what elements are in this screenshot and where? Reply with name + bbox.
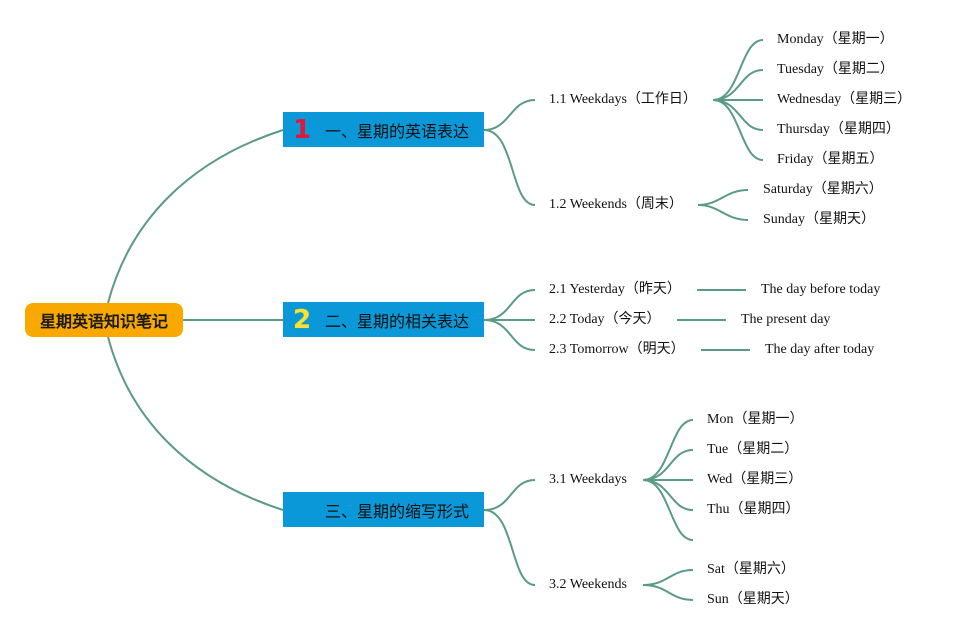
connector-sub32-leaf bbox=[642, 584, 694, 601]
connector-sub12-leaf bbox=[697, 189, 749, 206]
connector-sub31-leaf bbox=[642, 479, 694, 541]
leaf-topic[interactable]: The day before today bbox=[761, 282, 881, 297]
subtopic-2-1[interactable]: 2.1 Yesterday（昨天） bbox=[549, 282, 681, 297]
leaf-topic[interactable]: Thursday（星期四） bbox=[777, 122, 900, 137]
connector-b3-sub2 bbox=[483, 509, 536, 586]
branch-label: 二、星期的相关表达 bbox=[325, 311, 470, 331]
subtopic-2-3[interactable]: 2.3 Tomorrow（明天） bbox=[549, 342, 685, 357]
leaf-topic[interactable]: Sunday（星期天） bbox=[763, 212, 875, 227]
leaf-topic[interactable]: Wednesday（星期三） bbox=[777, 92, 912, 107]
number-3-icon: 3 bbox=[292, 494, 312, 525]
root-topic[interactable]: 星期英语知识笔记 bbox=[25, 303, 183, 337]
connector-sub11-leaf bbox=[712, 39, 764, 101]
connector-sub31-leaf bbox=[642, 419, 694, 481]
branch-topic-3[interactable]: 3 三、星期的缩写形式 bbox=[283, 492, 484, 527]
number-2-icon: 2 bbox=[292, 304, 312, 335]
leaf-topic[interactable]: Monday（星期一） bbox=[777, 32, 894, 47]
connector-b1-sub2 bbox=[483, 129, 536, 206]
connector-root-branch1 bbox=[107, 129, 284, 304]
connector-b2-sub1 bbox=[483, 289, 536, 321]
connector-b1-sub1 bbox=[483, 99, 536, 131]
connector-sub12-leaf bbox=[697, 204, 749, 221]
leaf-topic[interactable]: Saturday（星期六） bbox=[763, 182, 883, 197]
number-1-icon: 1 bbox=[292, 114, 312, 145]
leaf-topic[interactable]: Thu（星期四） bbox=[707, 502, 800, 517]
connector-sub11-leaf bbox=[712, 99, 764, 161]
leaf-topic[interactable]: Friday（星期五） bbox=[777, 152, 884, 167]
connector-root-branch3 bbox=[107, 336, 284, 511]
leaf-topic[interactable]: Tuesday（星期二） bbox=[777, 62, 894, 77]
leaf-topic[interactable]: Wed（星期三） bbox=[707, 472, 803, 487]
leaf-topic[interactable]: Sun（星期天） bbox=[707, 592, 799, 607]
subtopic-2-2[interactable]: 2.2 Today（今天） bbox=[549, 312, 661, 327]
connector-sub32-leaf bbox=[642, 569, 694, 586]
subtopic-3-1[interactable]: 3.1 Weekdays bbox=[549, 472, 627, 487]
branch-label: 三、星期的缩写形式 bbox=[325, 501, 470, 521]
branch-topic-1[interactable]: 1 一、星期的英语表达 bbox=[283, 112, 484, 147]
branch-label: 一、星期的英语表达 bbox=[325, 121, 470, 141]
leaf-topic[interactable]: Mon（星期一） bbox=[707, 412, 804, 427]
subtopic-1-2[interactable]: 1.2 Weekends（周末） bbox=[549, 197, 683, 212]
branch-topic-2[interactable]: 2 二、星期的相关表达 bbox=[283, 302, 484, 337]
leaf-topic[interactable]: The day after today bbox=[765, 342, 875, 357]
subtopic-1-1[interactable]: 1.1 Weekdays（工作日） bbox=[549, 92, 697, 107]
connector-b3-sub1 bbox=[483, 479, 536, 511]
leaf-topic[interactable]: Sat（星期六） bbox=[707, 562, 795, 577]
connector-b2-sub3 bbox=[483, 319, 536, 351]
leaf-topic[interactable]: Tue（星期二） bbox=[707, 442, 799, 457]
subtopic-3-2[interactable]: 3.2 Weekends bbox=[549, 577, 627, 592]
leaf-topic[interactable]: The present day bbox=[741, 312, 831, 327]
